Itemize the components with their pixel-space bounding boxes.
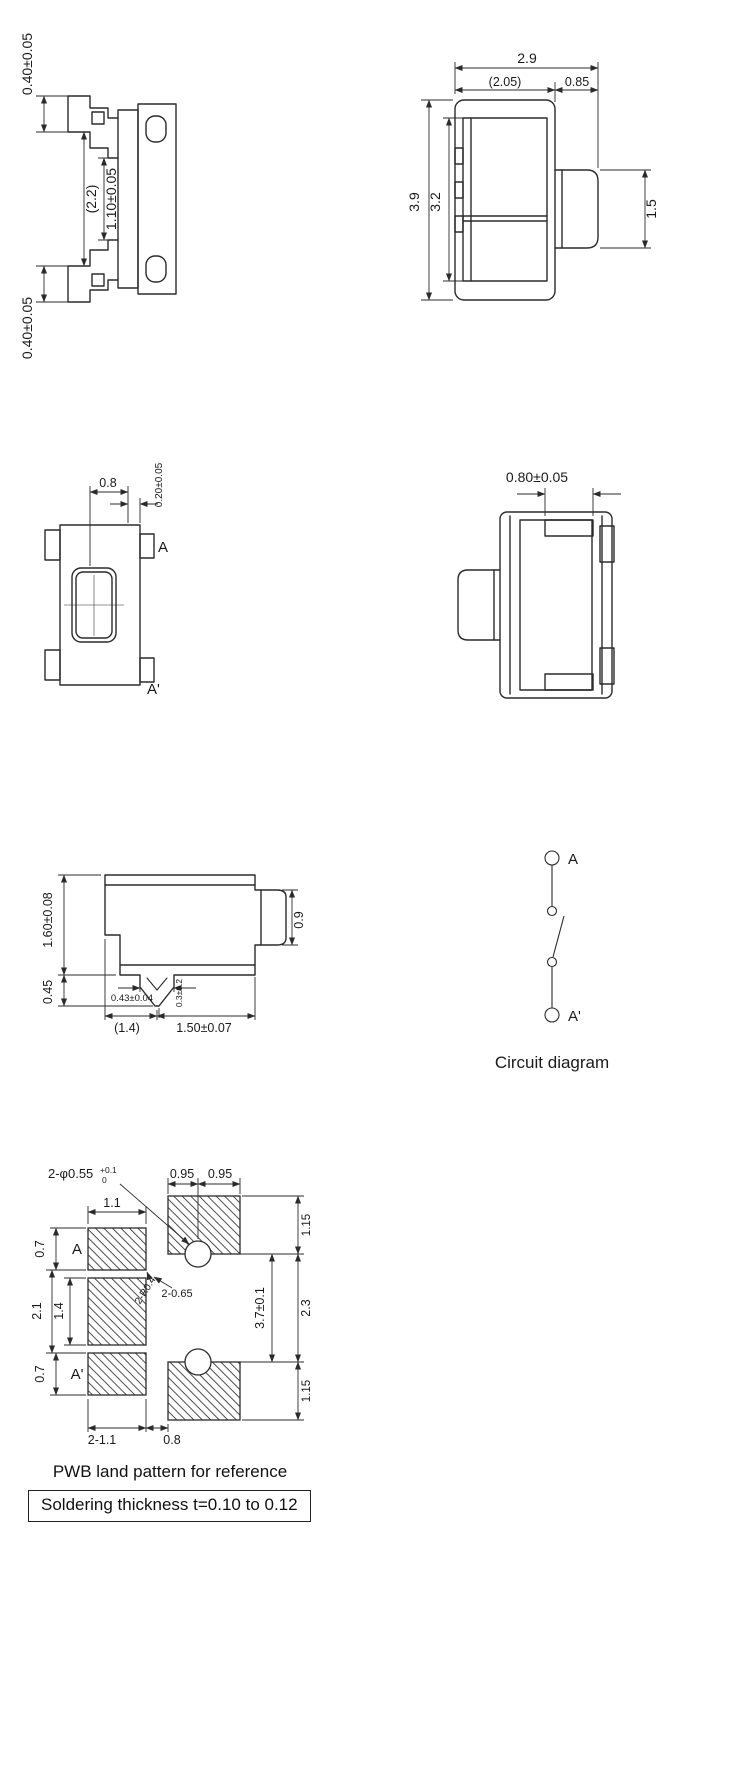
- terminal-a2-label: A': [147, 681, 160, 698]
- dim-holes: 2-φ0.55: [48, 1166, 93, 1181]
- dim-total-height: 3.9: [406, 192, 422, 212]
- dim-holes-tol-plus: +0.1: [100, 1165, 117, 1175]
- dim-pad-a-height: 0.7: [33, 1240, 47, 1257]
- circuit-caption: Circuit diagram: [495, 1053, 609, 1072]
- side-view-dimensions: 0.40±0.05 (2.2) 1.10±0.05 0.40±0.05: [20, 33, 119, 359]
- dim-115-bottom: 1.15: [301, 1380, 313, 1402]
- rear-view: 0.80±0.05: [457, 469, 621, 699]
- dim-gap: 0.8: [163, 1433, 180, 1447]
- dim-center-span: 2.1: [30, 1302, 44, 1319]
- through-hole-bottom: [184, 1348, 212, 1376]
- dim-115-top: 1.15: [301, 1214, 313, 1236]
- circuit-terminal-a: A: [568, 851, 578, 868]
- land-pattern: 2-φ0.55 +0.1 0 0.95 0.95 1.1 0.7 A 2.1 1…: [30, 1165, 313, 1447]
- terminal-a-label: A: [158, 539, 168, 556]
- contact-bottom: [546, 956, 558, 968]
- stem-outline: [457, 569, 501, 641]
- circuit-terminal-a2: A': [568, 1008, 581, 1025]
- front-view-dimensions: 2.9 (2.05) 0.85 3.9 3.2 1.5: [406, 50, 659, 301]
- bottom-view-dimensions: 1.60±0.08 0.45 0.9 0.43±0.04 0.3±0.2 (1.…: [41, 874, 306, 1035]
- dim-body: (1.4): [114, 1021, 140, 1035]
- top-view-dimensions: 0.8 0.20±0.05 A A': [89, 462, 168, 698]
- dim-stem-width: 0.85: [565, 75, 589, 89]
- bottom-view-drawing: [104, 874, 287, 1007]
- pad-a2-label: A': [71, 1366, 84, 1383]
- dim-total-width: 2.9: [517, 50, 537, 66]
- dim-foot-bottom: 0.40±0.05: [20, 297, 35, 359]
- soldering-note: Soldering thickness t=0.10 to 0.12: [28, 1490, 311, 1522]
- dim-mid-pad: 1.4: [52, 1302, 66, 1319]
- switch-blade: [552, 915, 565, 958]
- pad-a2: [87, 1352, 147, 1396]
- center-marks: [64, 575, 124, 636]
- front-view: 2.9 (2.05) 0.85 3.9 3.2 1.5: [406, 50, 659, 301]
- rear-view-drawing: [457, 511, 615, 699]
- dim-height: 1.60±0.08: [41, 892, 55, 948]
- land-pattern-dimensions: 2-φ0.55 +0.1 0 0.95 0.95 1.1 0.7 A 2.1 1…: [30, 1165, 313, 1447]
- dim-span: (2.2): [83, 185, 99, 214]
- land-pattern-caption: PWB land pattern for reference: [52, 1462, 288, 1481]
- through-hole-top: [184, 1240, 212, 1268]
- circuit-drawing: [544, 850, 565, 1023]
- dim-095-a: 0.95: [170, 1167, 194, 1181]
- contact-top: [546, 905, 558, 917]
- pad-center: [87, 1277, 147, 1346]
- dim-holes-tol-minus: 0: [102, 1175, 107, 1185]
- terminal-a-node: [544, 850, 560, 866]
- land-pattern-pads: [87, 1195, 241, 1421]
- dim-stem: 0.8: [99, 476, 116, 490]
- dim-pads: 2-1.1: [88, 1433, 117, 1447]
- dim-body-width: (2.05): [489, 75, 522, 89]
- front-view-drawing: [454, 99, 599, 301]
- terminal-a2-node: [544, 1007, 560, 1023]
- dim-body-height: 3.2: [427, 192, 443, 212]
- dim-gaps: 2-0.65: [161, 1288, 192, 1300]
- dim-pad-a2-height: 0.7: [33, 1365, 47, 1382]
- circuit-diagram: A A' Circuit diagram: [495, 850, 609, 1072]
- dim-stem: 0.9: [292, 911, 306, 928]
- rear-view-dimensions: 0.80±0.05: [506, 469, 621, 516]
- dim-pad-span: 2.3: [299, 1299, 313, 1316]
- side-view-drawing: [67, 95, 177, 303]
- dim-inner: 1.10±0.05: [103, 168, 119, 230]
- pad-a-label: A: [72, 1241, 82, 1258]
- side-view: 0.40±0.05 (2.2) 1.10±0.05 0.40±0.05: [20, 33, 177, 359]
- top-view: 0.8 0.20±0.05 A A': [44, 462, 168, 698]
- dim-pin-base: 0.43±0.04: [111, 993, 153, 1004]
- bottom-view: 1.60±0.08 0.45 0.9 0.43±0.04 0.3±0.2 (1.…: [41, 874, 306, 1035]
- dim-foot-top: 0.40±0.05: [20, 33, 35, 95]
- dim-stem-height: 1.5: [643, 199, 659, 219]
- dim-pad-width: 1.1: [103, 1196, 120, 1210]
- dim-foot: 0.45: [41, 980, 55, 1004]
- dim-offset: 0.20±0.05: [154, 462, 165, 507]
- dim-095-b: 0.95: [208, 1167, 232, 1181]
- pad-a: [87, 1227, 147, 1271]
- dim-pin-tip: 0.3±0.2: [174, 979, 184, 1008]
- dim-stem: 0.80±0.05: [506, 469, 568, 485]
- dim-pitch: 1.50±0.07: [176, 1021, 232, 1035]
- stem-outline: [554, 169, 599, 249]
- dim-hole-pitch: 3.7±0.1: [253, 1287, 267, 1329]
